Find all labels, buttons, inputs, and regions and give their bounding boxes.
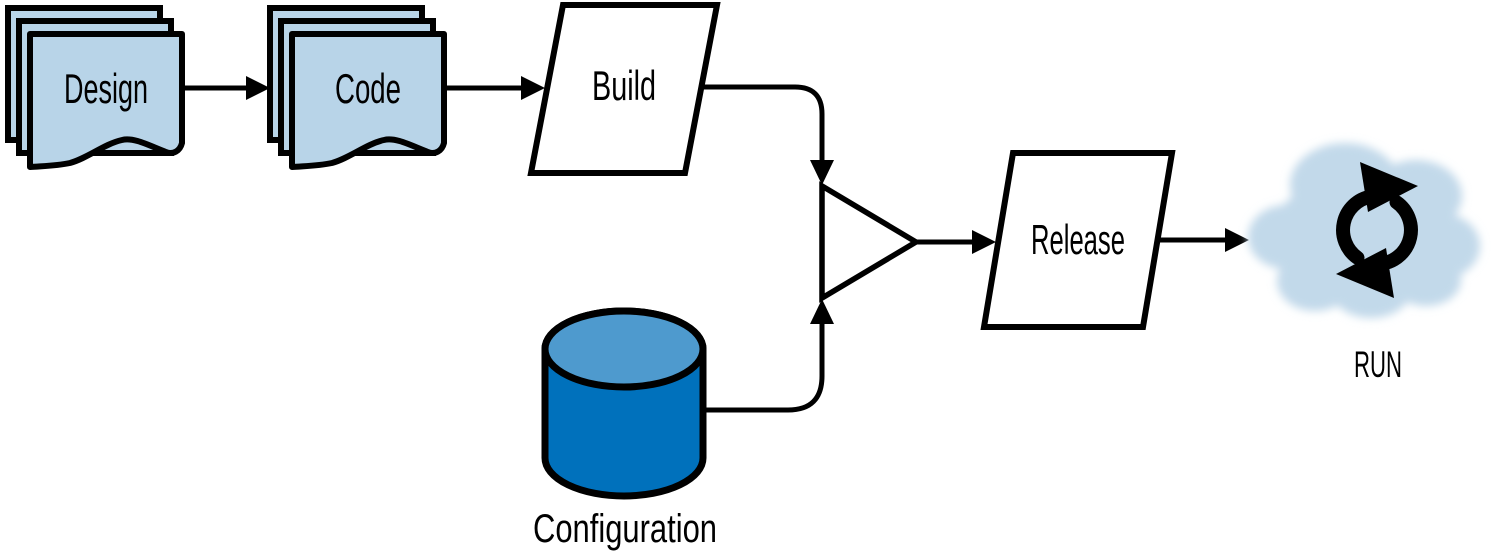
edge-release-run	[1157, 228, 1249, 252]
edge-build-merge	[701, 84, 834, 185]
node-label: RUN	[1354, 344, 1402, 385]
node-label: Design	[64, 65, 148, 112]
node-run-cloud: RUN	[1248, 143, 1480, 385]
node-label: Build	[592, 62, 656, 109]
parallelogram-shape	[980, 150, 1176, 330]
edge-design-code	[183, 76, 270, 100]
document-page	[27, 31, 185, 170]
edge-merge-release	[916, 230, 996, 254]
node-label: Configuration	[533, 507, 717, 551]
cylinder-top	[541, 307, 707, 391]
arrowhead-icon	[521, 76, 545, 100]
node-release: Release	[980, 150, 1176, 330]
arrowhead-icon	[972, 230, 996, 254]
edge-code-build	[445, 76, 545, 100]
merge-triangle-shape	[819, 181, 922, 303]
arrowhead-icon	[246, 76, 270, 100]
node-label: Release	[1031, 216, 1125, 263]
cycle-arrows-icon	[1336, 162, 1418, 298]
node-configuration: Configuration	[533, 307, 717, 551]
edge-configuration-merge	[700, 299, 834, 413]
arrowhead-icon	[810, 160, 834, 185]
node-merge-junction	[819, 181, 922, 303]
node-build: Build	[527, 1, 721, 176]
document-page	[289, 31, 447, 170]
node-code: Code	[267, 5, 447, 170]
parallelogram-shape	[527, 1, 721, 176]
arrowhead-icon	[1225, 228, 1249, 252]
node-design: Design	[5, 5, 185, 170]
node-label: Code	[335, 65, 401, 112]
arrowhead-icon	[810, 299, 834, 324]
